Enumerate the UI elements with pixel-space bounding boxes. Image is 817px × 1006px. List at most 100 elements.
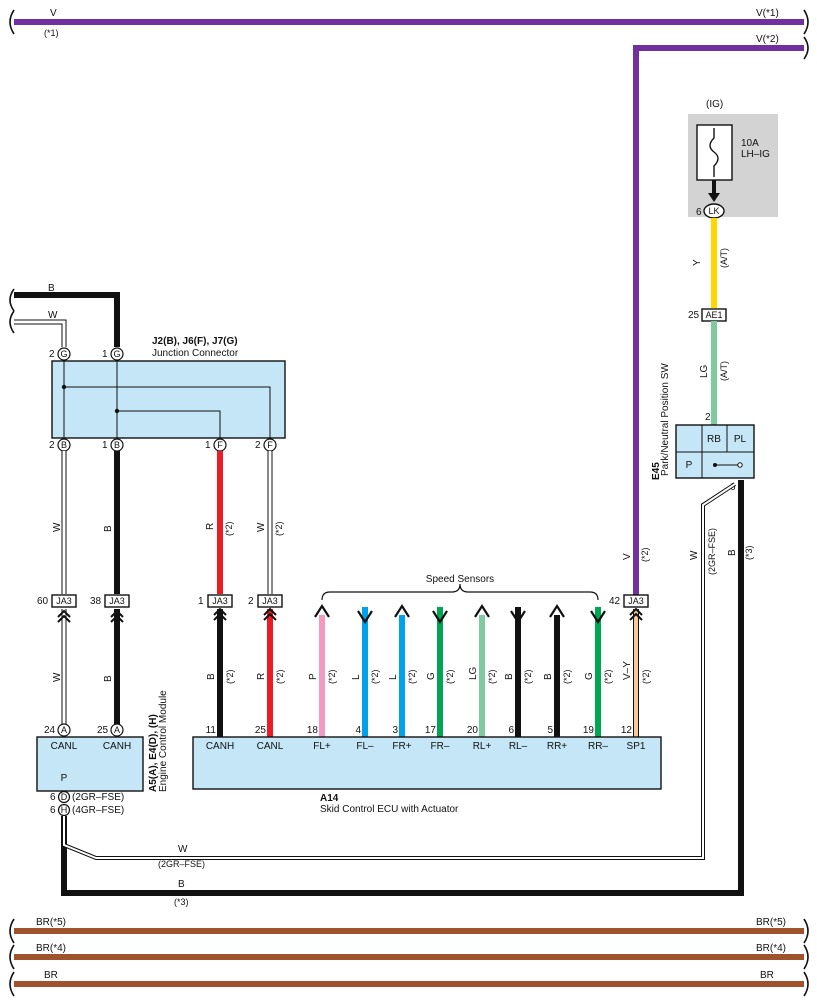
wire-w-mid-right-label: W [256,522,267,532]
ecm-pin-d6: D 6 (2GR–FSE) [50,790,124,804]
wire-b-input [14,292,120,347]
skid-control-ecu: A14 Skid Control ECU with Actuator [192,736,662,815]
rail-v1-right-label: V(*1) [756,8,779,19]
svg-text:25: 25 [97,725,109,736]
sensor-wire-note: (*2) [523,669,533,684]
svg-text:A: A [114,725,120,735]
wire-w-mid-left-label: W [52,522,63,532]
sensor-wire-fl-: L(*2) [351,607,380,737]
sensor-wire-color-label: R [256,673,267,680]
switch-name: Park/Neutral Position SW [660,363,671,476]
fuse-block: (IG) 10A LH–IG LK 6 [688,99,778,219]
wire-w-return-label: W [178,844,188,855]
wire-b-return-note: (*3) [174,897,189,907]
skid-pin-label: CANL [257,741,284,752]
svg-text:(2GR–FSE): (2GR–FSE) [72,792,124,803]
fuse-icon [709,128,719,177]
skid-pin-label: SP1 [627,741,646,752]
svg-text:H: H [61,805,68,815]
skid-pin-number: 12 [621,725,633,736]
speed-sensors-label: Speed Sensors [426,574,494,585]
wire-r-mid-label: R [205,523,216,530]
sensor-wire-color-label: B [206,673,217,680]
wire-b-lower-left-label: B [103,675,114,682]
skid-pin-number: 5 [547,725,553,736]
input-b-label: B [48,283,55,294]
switch-cell-p: P [686,460,693,471]
wire-b-switch-label: B [727,549,738,556]
connector-ja3-1: JA3 1 [198,594,233,608]
svg-text:6: 6 [50,792,56,803]
ecm-pin-24: A 24 [44,723,71,737]
sensor-wire-note: (*2) [562,669,572,684]
junction-subtitle: Junction Connector [152,348,239,359]
top-rail-v1: V (*1) V(*1) [9,8,809,38]
sensor-wire-note: (*2) [407,669,417,684]
wire-lg-label: LG [699,364,710,378]
sensor-wire-note: (*2) [603,669,613,684]
wire-b-mid-left-label: B [103,525,114,532]
skid-pin-label: CANH [206,741,234,752]
fuse-pin-num: 6 [696,207,702,218]
wire-v-drop-note: (*2) [640,547,650,562]
sensor-wire-rl-: B (*2) [504,607,533,737]
sensor-wire-rl-: LG(*2) [468,603,497,737]
wire-b-return-label: B [178,879,185,890]
speed-sensors-brace: Speed Sensors [321,574,599,601]
junction-bottom-pin-f1: F 1 [205,438,227,452]
fuse-name: LH–IG [741,149,770,160]
connector-ja3-42: JA3 42 [609,594,649,608]
sensor-wire-color-label: V–Y [622,661,633,680]
junction-top-pin-g2: G 2 [49,347,71,361]
sensor-wire-color-label: G [584,672,595,680]
sensor-wire-color-label: B [543,673,554,680]
sensor-wire-fl-: P(*2) [308,603,337,737]
skid-pin-label: RL+ [473,741,492,752]
skid-pin-3: 3FR+ [392,725,411,752]
wire-lg-note: (A/T) [719,361,729,381]
wire-w-lower-left-label: W [52,672,63,682]
rail-v2-right-label: V(*2) [756,34,779,45]
sensor-wire-sp1: V–Y(*2) [622,607,651,737]
skid-pin-number: 17 [425,725,437,736]
skid-pin-number: 18 [307,725,319,736]
sensor-wire-color-label: B [504,673,515,680]
ecm-pin-canl-label: CANL [51,741,78,752]
wire-b-switch-note: (*3) [744,545,754,560]
sensor-wire-note: (*2) [275,669,285,684]
wire-w-lower-left-chevron [57,609,71,623]
svg-text:JA3: JA3 [262,596,278,606]
svg-text:2: 2 [49,349,55,360]
junction-bottom-pin-b2: B 2 [49,438,71,452]
skid-pins: 11CANH25CANL18FL+4FL–3FR+17FR–20RL+6RL–5… [206,725,646,752]
fuse-group-label: (IG) [706,99,723,110]
switch-pin-top: 2 [705,412,711,423]
wire-w-input [14,319,67,347]
skid-pin-label: RR– [588,741,608,752]
skid-pin-label: RL– [509,741,528,752]
ecm-pin-25: A 25 [97,723,124,737]
junction-bottom-pin-b1: B 1 [102,438,124,452]
ae1-num: 25 [688,310,700,321]
sensor-wire-rr-: G (*2) [584,607,613,737]
switch-cell-rb: RB [707,434,721,445]
skid-pin-number: 20 [467,725,479,736]
sensor-wire-fr-: G(*2) [426,607,455,737]
skid-pin-number: 3 [392,725,398,736]
ae1-label: AE1 [705,310,722,320]
wire-b-lower-left-chevron [110,609,124,623]
ecm-code: A5(A), E4(D), (H) [148,714,159,792]
wire-w-switch-label: W [689,550,700,560]
sensor-wire-color-label: P [308,673,319,680]
sensor-wire-note: (*2) [370,669,380,684]
sensor-wire-rr-: B (*2) [543,603,572,737]
sensor-wire-note: (*2) [225,669,235,684]
skid-pin-number: 4 [355,725,361,736]
svg-text:1: 1 [102,349,108,360]
svg-text:BR: BR [760,970,774,981]
ecm-name: Engine Control Module [158,690,169,792]
